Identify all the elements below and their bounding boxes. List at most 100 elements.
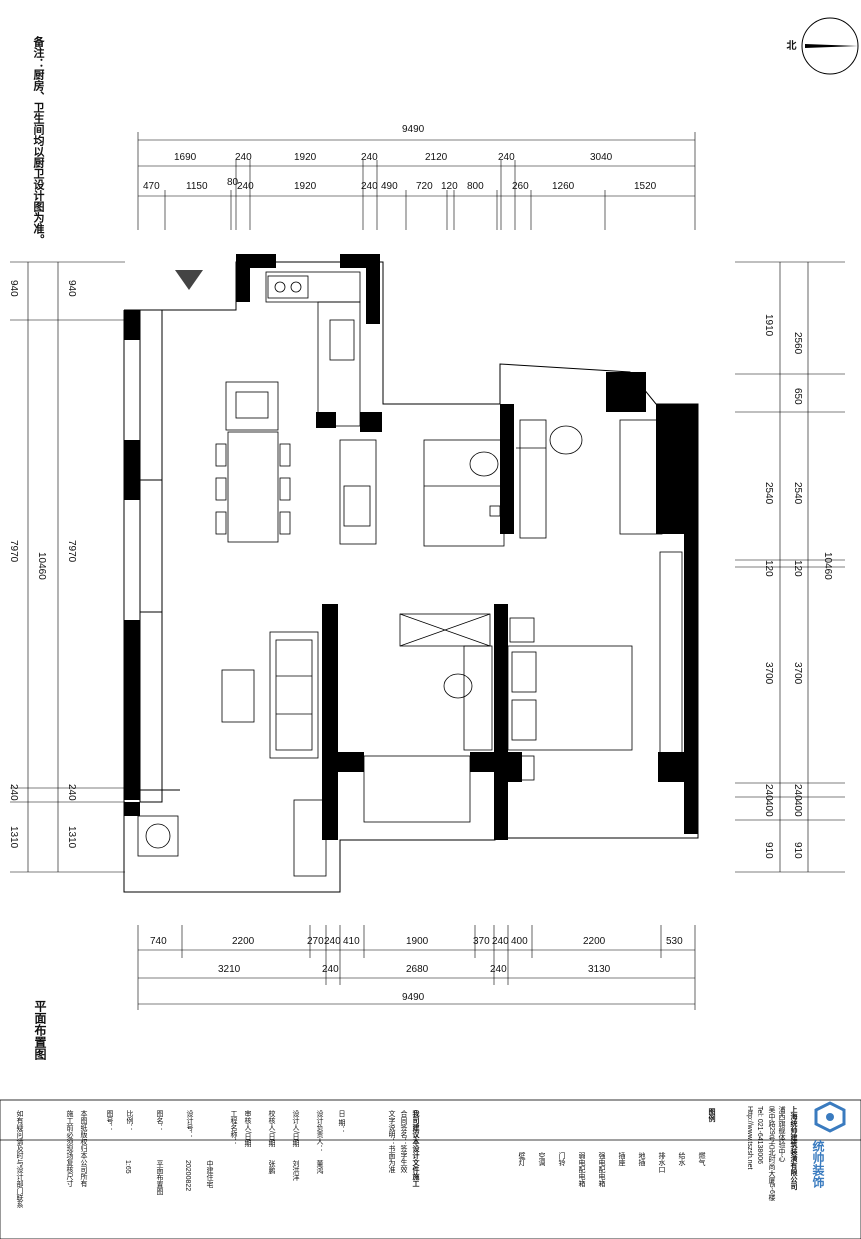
north-label: 北 [784,40,795,50]
dim-bottom-r1: 410 [343,936,360,947]
dim-right-r2: 2540 [763,482,774,505]
sofa [221,631,319,759]
dim-bottom-r2: 3210 [218,964,241,975]
dim-bottom-r1: 740 [150,936,167,947]
dim-top-r2: 1520 [634,181,657,192]
kitchen-counter [265,271,377,545]
dim-right-r2: 120 [763,560,774,577]
dim-top-total: 9490 [402,124,425,135]
company-logo-icon [814,1101,846,1133]
dim-bottom-r2: 3130 [588,964,611,975]
dim-bottom-r1: 400 [511,936,528,947]
legend-item: 空调 [538,1152,545,1166]
dim-bottom-r1: 370 [473,936,490,947]
footer-line: 如有疑问请及时与设计部门联系 [16,1110,23,1208]
dim-top-r2: 490 [381,181,398,192]
dim-bottom-r1: 1900 [406,936,429,947]
dim-right-r2: 400 [763,800,774,817]
entry-arrow-icon [175,270,203,290]
dim-top-r2: 1260 [552,181,575,192]
dim-left-r1: 940 [8,280,19,297]
legend-item: 燃气 [698,1152,705,1166]
dim-bottom-r1: 2200 [583,936,606,947]
address-line2: 吴中路29号古北时尚大厦5-6楼 [768,1106,775,1201]
dim-right-r2: 3700 [763,662,774,685]
statement: 我司建议本设计文件施工 [412,1110,419,1187]
dim-top-r1: 240 [361,152,378,163]
right-dimension-lines [735,261,845,873]
north-arrow-icon [801,17,859,75]
dim-bottom-total: 9490 [402,992,425,1003]
dim-top-r2: 80 [227,177,239,188]
tel: Tel: 021-64138006 [756,1106,763,1164]
footer-line: 施工前必须现场复核尺寸 [66,1110,73,1187]
dim-left-r1: 1310 [8,826,19,849]
dim-right-r1: 120 [792,560,803,577]
dim-bottom-r2: 2680 [406,964,429,975]
bedroom-secondary [363,613,493,823]
drawing-note: 备注：厨房、卫生间均以厨卫设计图为准。 [32,36,44,245]
wall-solids [124,254,698,840]
dim-bottom-r1: 2200 [232,936,255,947]
dim-right-r1: 2560 [792,332,803,355]
dim-top-r2: 120 [441,181,458,192]
dim-left-r1: 240 [8,784,19,801]
tb-label: 设计号： [186,1110,193,1138]
dim-right-r2: 240 [763,784,774,801]
dim-top-r2: 1150 [186,181,208,192]
dim-top-r2: 800 [467,181,484,192]
website: Http://www.tszsh.net [746,1106,753,1170]
dim-top-r2: 470 [143,181,160,192]
tb-value: 张鹏 [268,1160,275,1174]
dim-top-r1: 2120 [425,152,448,163]
tb-value: 1:65 [124,1160,131,1174]
company-name: 上海统帅建筑装潢有限公司 [790,1106,797,1190]
dim-bottom-r1: 240 [324,936,341,947]
dim-bottom-r2: 240 [322,964,339,975]
brand-name: 统帅装饰 [811,1140,825,1188]
legend-item: 壁灯 [518,1152,525,1166]
dim-right-r1: 2540 [792,482,803,505]
dim-top-r1: 1920 [294,152,317,163]
tb-value: 中建住宅 [206,1160,213,1188]
dim-top-r1: 240 [498,152,515,163]
dim-right-r1: 240 [792,784,803,801]
dim-top-r2: 240 [237,181,254,192]
dining-table [215,381,291,543]
dim-left-r1b: 940 [66,280,77,297]
title-block-frame [0,1099,861,1239]
dim-top-r2: 240 [361,181,378,192]
dim-bottom-r1: 270 [307,936,324,947]
wall-outline [123,261,699,893]
tb-label: 图号： [106,1110,113,1131]
legend-item: 强电配电箱 [598,1152,605,1187]
bottom-dimension-lines [137,925,696,1010]
legend-header: 图例 [708,1108,715,1122]
dim-top-r1: 240 [235,152,252,163]
top-dimension-lines [137,132,696,230]
dim-right-r1: 400 [792,800,803,817]
tb-label: 设计负责人： [316,1110,323,1152]
tb-label: 图名： [156,1110,163,1131]
dim-right-r1: 3700 [792,662,803,685]
dim-left-r1b: 7970 [66,540,77,563]
dim-left-r1: 7970 [8,540,19,563]
tb-label: 设计人/日期 [292,1110,299,1147]
tb-label: 审核人/日期 [244,1110,251,1147]
dim-right-r1: 650 [792,388,803,405]
dim-left-r1b: 240 [66,784,77,801]
statement3: 文字说明：书面为准 [388,1110,395,1173]
legend-item: 门铃 [558,1152,565,1166]
tb-value: 董鸿 [316,1160,323,1174]
footer-line: 本图纸版权归本公司所有 [80,1110,87,1187]
statement2: 合同签名：签字生效 [400,1110,407,1173]
dim-left-r1b: 1310 [66,826,77,849]
dim-top-r1: 1690 [174,152,197,163]
dim-right-r1: 910 [792,842,803,859]
tb-value: 20200822 [184,1160,191,1192]
bedroom-master [507,551,683,781]
legend-item: 插座 [618,1152,625,1166]
dim-right-total: 10460 [822,552,833,580]
legend-item: 弱电配电箱 [578,1152,585,1187]
